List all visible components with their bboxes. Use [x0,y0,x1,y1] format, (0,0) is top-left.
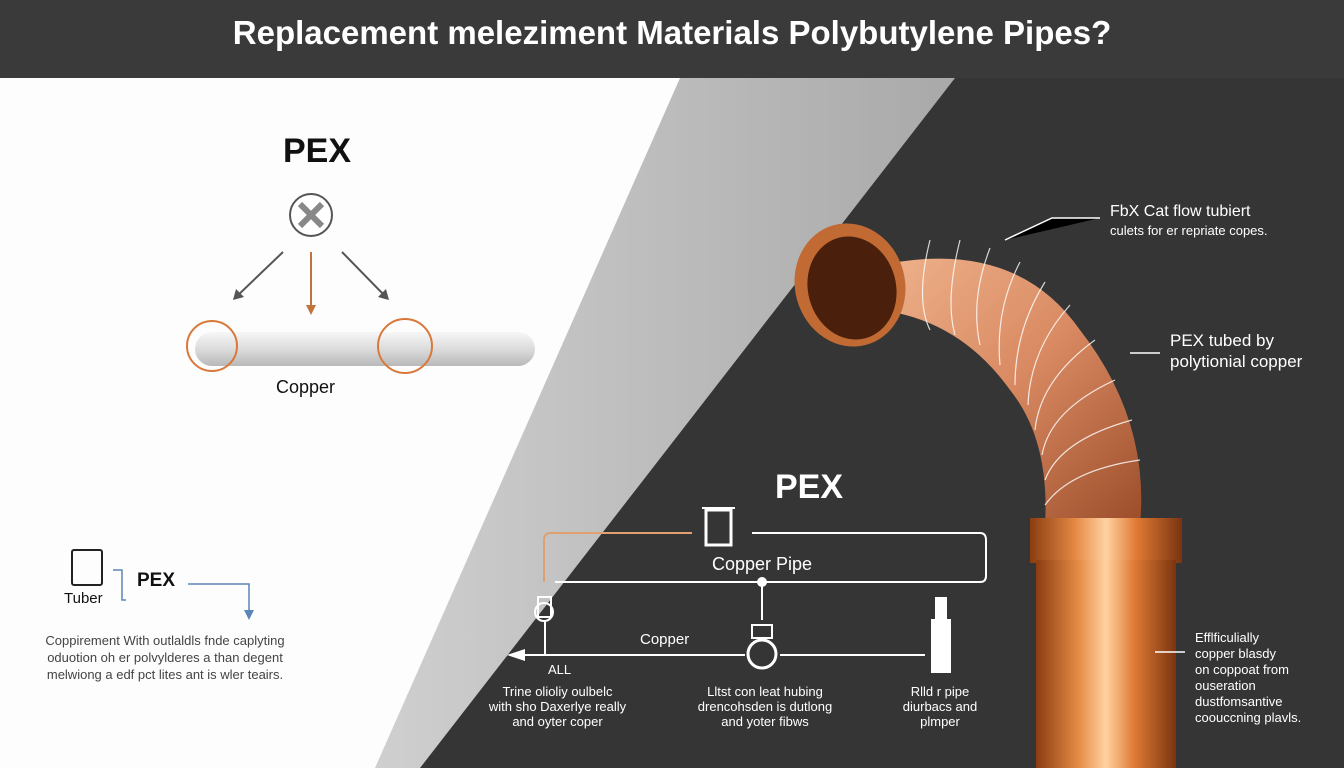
caption-left: Trine olioliy oulbelc with sho Daxerlye … [470,684,645,729]
caption-line: and oyter coper [512,714,603,729]
left-description: Coppirement With outlaldls fnde caplytin… [20,632,310,683]
callout-line: dustfomsantive [1195,694,1283,709]
caption-line: Rlld r pipe [910,684,970,699]
legend-label: PEX [137,570,176,591]
flow-schematic [520,507,987,673]
legend-graphic [71,549,254,620]
caption-line: and yoter fibws [721,714,809,729]
desc-line: oduotion oh er polvylderes a than degent [47,650,283,665]
copper-pipe-label: Copper Pipe [712,554,813,574]
desc-line: melwiong a edf pct lites ant is wler tea… [46,667,284,682]
copper-elbow-pipe [794,223,1182,768]
caption-line: with sho Daxerlye really [488,699,627,714]
caption-line: plmper [920,714,960,729]
diagram-heading: PEX [775,468,844,506]
caption-line: Trine olioliy oulbelc [502,684,613,699]
callout-bottom: Efflficulially copper blasdy on coppoat … [1195,630,1301,726]
pipe-label: Copper [276,377,336,397]
caption-line: diurbacs and [902,699,978,714]
callout-line: coouccning plavls. [1195,710,1302,725]
callout-line: FbX Cat flow tubiert [1110,203,1251,220]
all-label: ALL [548,662,572,677]
caption-line: drencohsden is dutlong [697,699,833,714]
callout-line: ouseration [1195,678,1256,693]
callout-line: on coppoat from [1195,662,1289,677]
callout-line: PEX tubed by [1170,331,1274,350]
title-bar [0,0,1344,78]
caption-line: Lltst con leat hubing [707,684,823,699]
left-heading: PEX [283,132,352,170]
pex-pipe-illustration [186,193,535,374]
page-title: Replacement meleziment Materials Polybut… [232,14,1112,51]
callout-line: polytionial copper [1170,352,1303,371]
callout-line: Efflficulially [1195,630,1260,645]
callout-top: FbX Cat flow tubiert culets for er repri… [1110,202,1268,240]
callout-line: culets for er repriate copes. [1110,223,1268,238]
callout-middle: PEX tubed by polytionial copper [1170,330,1302,372]
callout-lines [1004,217,1185,653]
legend-icon-label: Tuber [64,590,103,607]
caption-middle: Lltst con leat hubing drencohsden is dut… [680,684,850,729]
desc-line: Coppirement With outlaldls fnde caplytin… [45,633,285,648]
copper-label: Copper [640,631,690,648]
callout-line: copper blasdy [1195,646,1276,661]
caption-right: Rlld r pipe diurbacs and plmper [890,684,990,729]
